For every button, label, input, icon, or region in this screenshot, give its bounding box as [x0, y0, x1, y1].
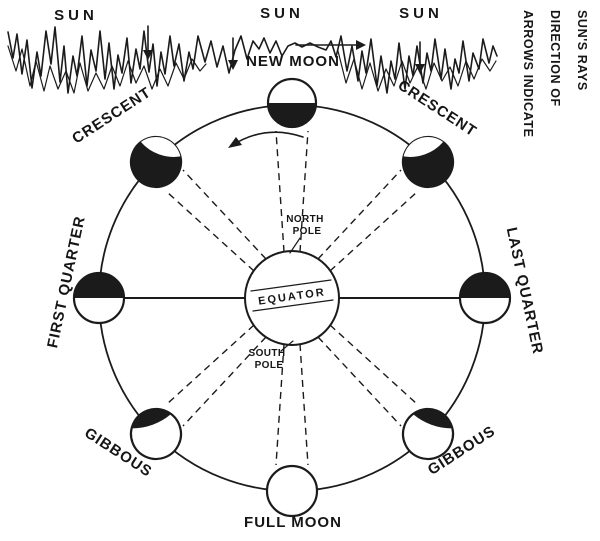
label-crescent-right: CRESCENT — [395, 77, 480, 141]
sun-rays-squiggle — [7, 25, 498, 94]
moon-gibbous-left — [129, 407, 183, 461]
sight-line-gibbous-right-b — [317, 336, 402, 427]
sight-line-gibbous-left-a — [166, 324, 255, 405]
sight-line-new-moon-b — [299, 130, 309, 253]
svg-text:NORTH: NORTH — [286, 214, 324, 225]
moon-last-quarter — [458, 271, 512, 325]
side-note-line-1: ARROWS INDICATE — [521, 10, 535, 138]
north-pole-leader-line — [289, 237, 301, 254]
svg-text:POLE: POLE — [255, 360, 284, 371]
sun-label-3: SUN — [399, 5, 443, 22]
sun-label-2: SUN — [260, 5, 304, 22]
sight-line-gibbous-right-a — [329, 324, 418, 405]
sun-ray-arrow-1 — [143, 25, 153, 60]
svg-text:SOUTH: SOUTH — [249, 348, 286, 359]
sun-ray-arrow-horizontal — [295, 40, 366, 50]
sight-line-full-moon-a — [275, 343, 285, 466]
south-pole-label: SOUTH POLE — [249, 340, 294, 371]
sun-label-1: SUN — [54, 7, 98, 24]
moon-new-moon — [266, 77, 318, 129]
moon-crescent-right — [401, 135, 455, 189]
earth: EQUATOR NORTH POLE SOUTH POLE — [244, 214, 340, 371]
sight-line-gibbous-left-b — [182, 336, 267, 427]
north-pole-label: NORTH POLE — [286, 214, 324, 254]
moon-first-quarter — [72, 271, 126, 325]
side-note-line-3: SUN'S RAYS — [575, 10, 589, 91]
sight-line-new-moon-a — [275, 130, 285, 253]
svg-text:POLE: POLE — [293, 226, 322, 237]
sight-line-full-moon-b — [299, 343, 309, 466]
moon-full-moon — [265, 464, 319, 518]
side-note-line-2: DIRECTION OF — [548, 10, 562, 107]
moon-crescent-left — [129, 135, 183, 189]
sight-line-crescent-right-a — [317, 169, 402, 260]
south-pole-leader-line — [280, 340, 294, 352]
moon-gibbous-right — [401, 407, 455, 461]
sun-rays-trace-left — [7, 45, 207, 94]
sight-line-crescent-left-a — [182, 169, 267, 260]
sight-lines — [125, 130, 459, 466]
side-note: ARROWS INDICATE DIRECTION OF SUN'S RAYS — [521, 10, 589, 138]
sight-line-crescent-left-b — [166, 191, 255, 272]
sun-ray-arrow-3 — [415, 41, 425, 74]
label-new-moon: NEW MOON — [246, 53, 340, 70]
sun-ray-arrow-2 — [228, 37, 238, 70]
label-full-moon: FULL MOON — [244, 514, 342, 531]
orbit-direction-arrow — [228, 131, 304, 148]
label-crescent-left: CRESCENT — [69, 84, 154, 148]
equator-banner-top — [250, 279, 332, 292]
equator-banner-bottom — [252, 299, 334, 312]
sight-line-crescent-right-b — [329, 191, 418, 272]
